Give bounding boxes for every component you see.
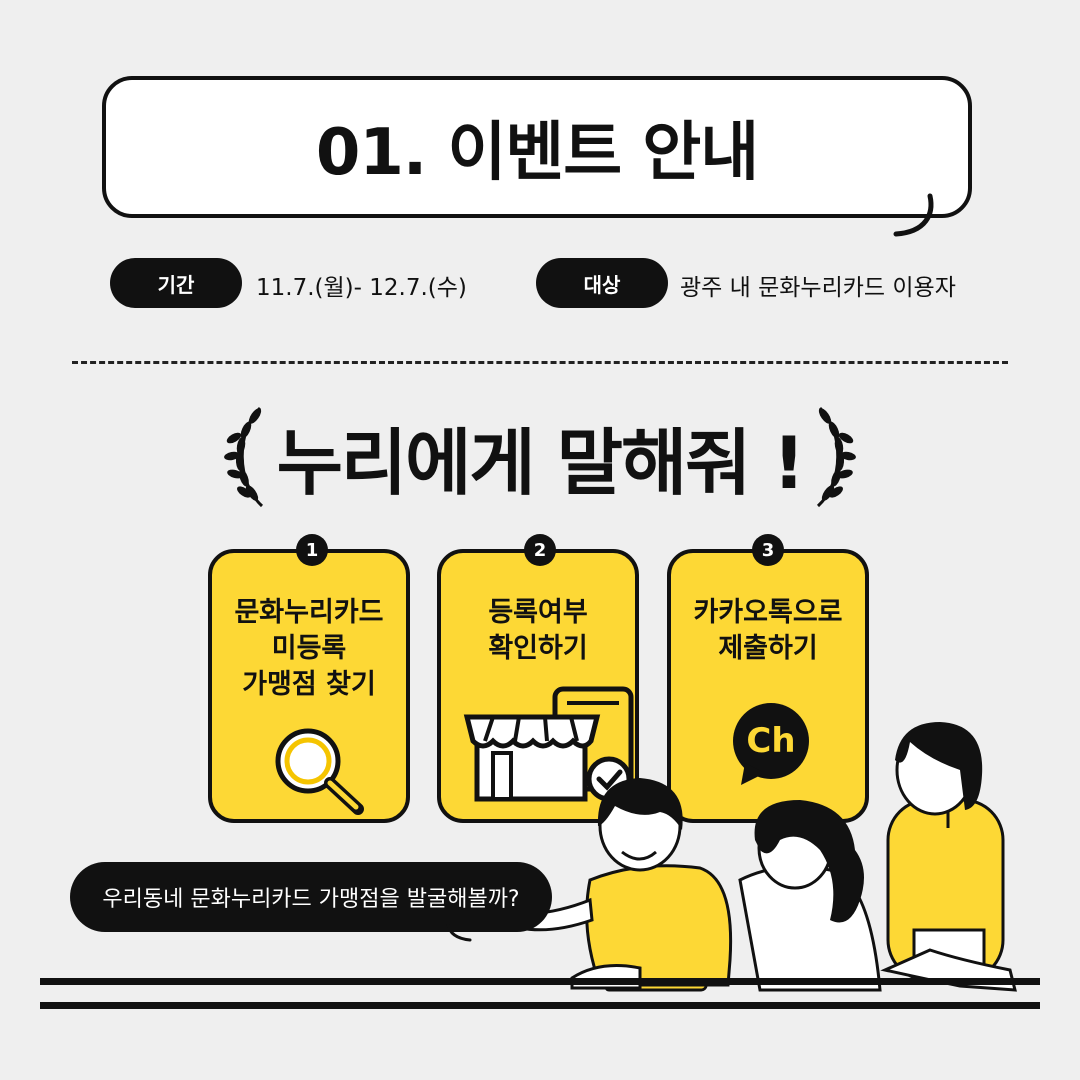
step-number-1: 1 bbox=[296, 534, 328, 566]
bubble-tail-icon bbox=[446, 924, 472, 942]
step-2-line-1: 등록여부 bbox=[488, 597, 588, 628]
period-badge: 기간 bbox=[110, 258, 242, 308]
floor-line-top bbox=[40, 978, 1040, 985]
step-1-line-3: 가맹점 찾기 bbox=[242, 669, 376, 700]
page-title: 01. 이벤트 안내 bbox=[315, 116, 759, 190]
kakao-channel-icon: Ch bbox=[729, 703, 813, 787]
store-check-icon bbox=[463, 686, 634, 802]
step-card-2: 등록여부 확인하기 bbox=[437, 549, 639, 823]
step-3-line-2: 제출하기 bbox=[718, 633, 818, 664]
speech-tail-icon bbox=[893, 193, 934, 237]
magnifier-icon bbox=[275, 728, 364, 815]
laurel-left-icon bbox=[224, 406, 264, 508]
headline: 누리에게 말해줘 ! bbox=[276, 421, 806, 505]
speech-bubble: 우리동네 문화누리카드 가맹점을 발굴해볼까? bbox=[70, 862, 552, 932]
channel-label: Ch bbox=[746, 721, 796, 761]
step-number-2: 2 bbox=[524, 534, 556, 566]
target-badge: 대상 bbox=[536, 258, 668, 308]
floor-line-bottom bbox=[40, 1002, 1040, 1009]
period-value: 11.7.(월)- 12.7.(수) bbox=[256, 275, 467, 301]
step-3-line-1: 카카오톡으로 bbox=[693, 597, 843, 628]
divider bbox=[72, 361, 1008, 364]
step-1-line-2: 미등록 bbox=[271, 633, 347, 664]
target-value: 광주 내 문화누리카드 이용자 bbox=[680, 275, 956, 301]
step-number-3: 3 bbox=[752, 534, 784, 566]
title-box: 01. 이벤트 안내 bbox=[102, 76, 972, 218]
step-2-line-2: 확인하기 bbox=[488, 633, 588, 664]
step-1-line-1: 문화누리카드 bbox=[234, 597, 384, 628]
laurel-right-icon bbox=[816, 406, 856, 508]
